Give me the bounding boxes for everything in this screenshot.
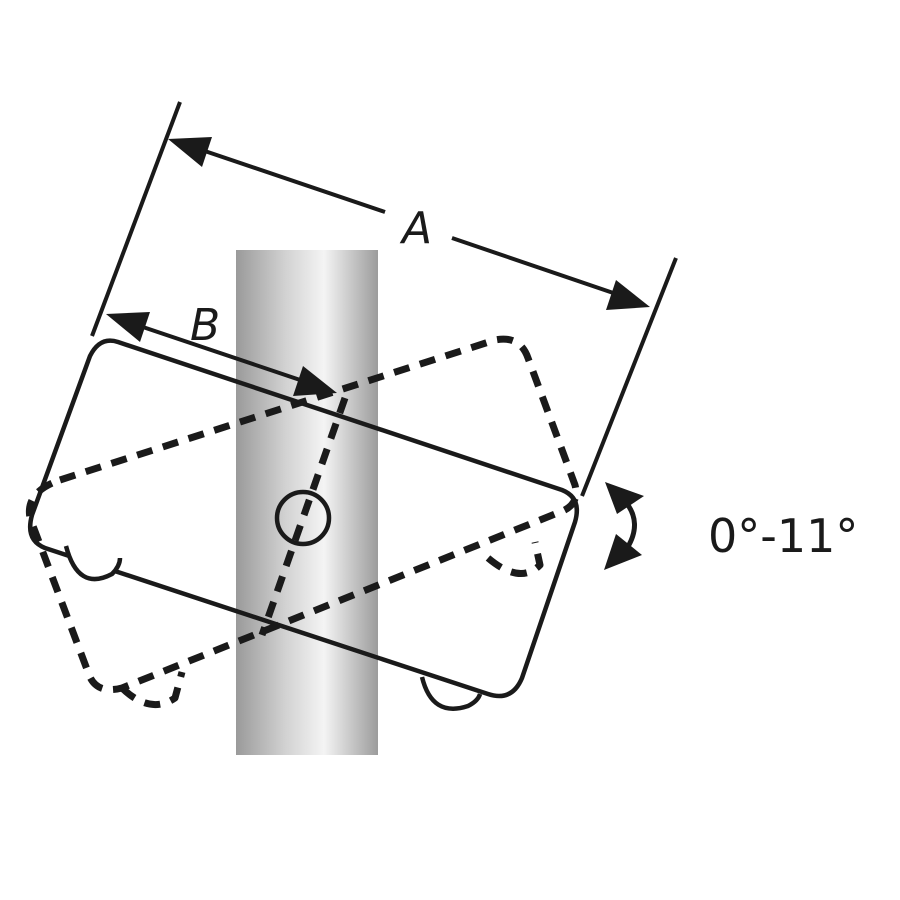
dimension-a: [90, 101, 678, 497]
extension-line-a-left: [90, 101, 182, 337]
arrowhead-b-right: [293, 366, 337, 396]
label-dimension-b: B: [190, 300, 220, 351]
label-dimension-a: A: [399, 203, 432, 254]
arrowhead-b-left: [106, 312, 150, 342]
foot-left: [63, 545, 123, 582]
tilted-bracket-outline: [25, 335, 580, 708]
arrowhead-a-right: [606, 280, 650, 310]
foot-right: [419, 676, 483, 711]
dimension-b: [106, 312, 337, 396]
extension-line-a-right: [580, 257, 678, 497]
pivot-circle: [274, 489, 332, 547]
level-bracket-outline: [27, 338, 580, 699]
label-tilt-range: 0°-11°: [708, 509, 858, 563]
arrowhead-a-left: [168, 137, 212, 167]
curved-double-arrow-icon: [604, 482, 644, 570]
